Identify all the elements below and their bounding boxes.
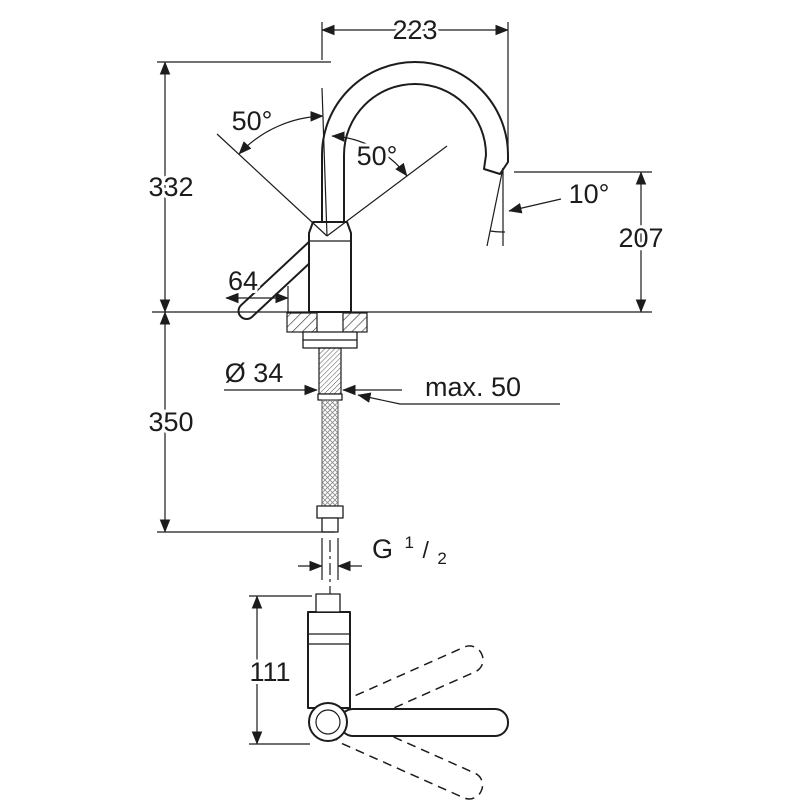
dim-base-offset-label: 64 xyxy=(228,266,258,296)
dim-handle-length-label: 111 xyxy=(249,657,290,687)
body-top-view xyxy=(307,611,351,709)
dim-hose-length-label: 350 xyxy=(148,407,193,437)
handle-angle-left-annotation: 50° xyxy=(216,87,328,237)
faucet-side-view xyxy=(237,61,509,321)
dim-outlet-height-label: 207 xyxy=(618,223,663,253)
gooseneck-spout xyxy=(321,61,509,234)
dim-max-deck-thickness: max. 50 xyxy=(357,369,560,405)
shank-through-deck xyxy=(317,313,343,332)
handle-angle-right-annotation: 50° xyxy=(326,131,448,237)
counter-section xyxy=(152,311,652,533)
dim-base-offset: 64 xyxy=(225,263,289,312)
dim-outlet-height: 207 xyxy=(514,171,667,313)
braided-hose xyxy=(321,399,339,507)
dim-spout-reach-label: 223 xyxy=(392,15,437,45)
pivot-ring-inner xyxy=(315,709,341,735)
hose-end-fitting xyxy=(321,517,339,533)
outlet-angle-label: 10° xyxy=(569,179,610,209)
spout-stub-top-view xyxy=(315,593,341,613)
dim-shank-diameter: Ø 34 xyxy=(222,355,402,396)
hose-connector xyxy=(317,393,343,401)
thread-size-label: G 1 / 2 xyxy=(372,524,447,568)
dim-spout-height-label: 332 xyxy=(148,172,193,202)
dim-handle-length: 111 xyxy=(246,595,312,745)
threaded-shank xyxy=(318,347,342,395)
dim-spout-height: 332 xyxy=(145,61,331,313)
outlet-angle-annotation: 10° xyxy=(486,167,612,247)
dim-spout-reach: 223 xyxy=(321,12,509,148)
dim-max-deck-thickness-label: max. 50 xyxy=(425,372,521,402)
dim-shank-diameter-label: Ø 34 xyxy=(225,358,284,388)
handle-angle-left-label: 50° xyxy=(232,106,273,136)
pivot-ring-outer xyxy=(308,702,348,742)
hose-end-nut xyxy=(316,505,344,519)
faucet-body xyxy=(308,221,352,313)
dim-hose-length: 350 xyxy=(145,311,335,533)
handle-lever-solid xyxy=(339,708,509,737)
dim-thread-size: G 1 / 2 xyxy=(298,524,450,596)
handle-swing-top-view xyxy=(307,593,509,800)
handle-angle-right-label: 50° xyxy=(357,141,398,171)
